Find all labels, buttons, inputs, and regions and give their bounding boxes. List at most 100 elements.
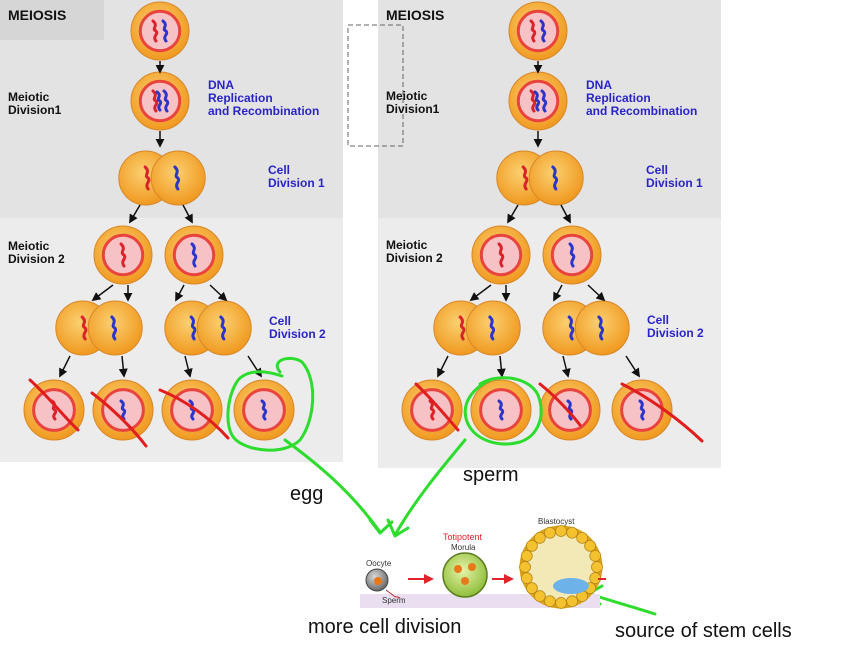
- flow-arrow: [469, 284, 492, 302]
- sperm-label: sperm: [463, 464, 519, 486]
- sperm-icon: [385, 589, 401, 599]
- chromosome: [458, 315, 466, 341]
- chromosome: [521, 165, 529, 191]
- right-meiotic-division-1-label-2: Division1: [386, 102, 440, 116]
- gamete-cell: [92, 379, 154, 441]
- chromosome: [155, 90, 163, 112]
- cell-nucleus: [516, 9, 560, 53]
- replicated-cell: [130, 71, 190, 131]
- trophoblast-cell: [555, 525, 567, 537]
- chromosome: [110, 315, 118, 341]
- gamete-cell: [23, 379, 85, 441]
- dividing-cell-1: [496, 150, 584, 206]
- left-meiotic-division-2-label: Meiotic: [8, 239, 50, 253]
- trophoblast-cell: [520, 549, 533, 562]
- flow-arrow: [182, 204, 193, 224]
- flow-arrow: [209, 284, 228, 302]
- left-cell-division-2-label-2: Division 2: [269, 327, 326, 341]
- left-dna-label-2: Replication: [208, 91, 273, 105]
- gamete-cell: [161, 379, 223, 441]
- daughter-cell-blue: [542, 225, 602, 285]
- right-meiotic-division-2-label-2: Division 2: [386, 251, 443, 265]
- oocyte-nucleus: [374, 577, 382, 585]
- daughter-cell-red: [93, 225, 153, 285]
- trophoblast-cell: [589, 549, 602, 562]
- right-cell-division-1-label: Cell: [646, 163, 668, 177]
- chromosome: [529, 89, 537, 113]
- right-meiotic-division-2-label: Meiotic: [386, 238, 428, 252]
- chromosome: [119, 399, 127, 421]
- flow-arrow: [59, 355, 71, 378]
- flow-arrow: [183, 355, 193, 378]
- trophoblast-cell: [555, 597, 567, 609]
- selection-marquee: [347, 24, 404, 147]
- chromosome: [119, 242, 127, 268]
- sperm-arrow-head: [386, 518, 410, 538]
- right-labels: Meiotic Division1 DNA Replication and Re…: [386, 78, 704, 340]
- cells-layer: [23, 1, 673, 441]
- flow-arrow: [507, 204, 519, 224]
- trophoblast-cell: [591, 561, 603, 573]
- chromosome: [568, 242, 576, 268]
- trophoblast-cell: [533, 590, 546, 603]
- dividing-cell-2-left: [433, 300, 521, 356]
- left-cell-division-1-label-2: Division 1: [268, 176, 325, 190]
- strike-mark: [90, 391, 148, 448]
- chromosome: [161, 19, 169, 43]
- chromosome: [540, 89, 548, 113]
- chromosome: [497, 242, 505, 268]
- chromosome: [597, 315, 605, 341]
- chromosome: [566, 399, 574, 421]
- chromosome: [188, 399, 196, 421]
- chromosome: [219, 315, 227, 341]
- flow-arrow: [118, 355, 128, 378]
- right-panel-title: MEIOSIS: [386, 7, 444, 23]
- trophoblast-cell: [525, 539, 538, 552]
- gamete-cell: [401, 379, 463, 441]
- chromosome: [638, 399, 646, 421]
- gamete-cell: [233, 379, 295, 441]
- blastocyst-label: Blastocyst: [538, 517, 575, 526]
- chromosome: [190, 242, 198, 268]
- chromosome: [151, 89, 159, 113]
- right-cell-division-2-label: Cell: [647, 313, 669, 327]
- dividing-cell-2-right: [542, 300, 630, 356]
- dividing-cell-2-right: [164, 300, 252, 356]
- chromosome: [151, 19, 159, 43]
- left-panel-title: MEIOSIS: [8, 7, 66, 23]
- trophoblast-cell: [525, 582, 538, 595]
- trophoblast-cell: [584, 539, 597, 552]
- trophoblast-cell: [566, 526, 579, 539]
- chromosome: [428, 399, 436, 421]
- chromosome: [529, 19, 537, 43]
- morula-cell: [442, 552, 488, 598]
- left-dna-label: DNA: [208, 78, 234, 92]
- strike-mark: [414, 382, 460, 432]
- chromosome: [551, 165, 559, 191]
- right-dna-label: DNA: [586, 78, 612, 92]
- more-cell-division-label: more cell division: [308, 616, 461, 638]
- flow-arrow: [560, 204, 571, 224]
- chromosome: [173, 165, 181, 191]
- chromosome: [488, 315, 496, 341]
- dividing-cell-1: [118, 150, 206, 206]
- trophoblast-cell: [519, 561, 531, 573]
- left-cell-division-1-label: Cell: [268, 163, 290, 177]
- flow-arrow: [553, 284, 563, 302]
- strike-mark: [538, 382, 582, 427]
- chromosome: [567, 315, 575, 341]
- trophoblast-cell: [520, 572, 533, 585]
- trophoblast-cell: [576, 531, 589, 544]
- right-dna-label-3: and Recombination: [586, 104, 697, 118]
- cell-nucleus: [138, 9, 182, 53]
- totipotent-label: Totipotent: [443, 532, 483, 542]
- blastocyst-trophoblast: [519, 525, 603, 609]
- red-strike-marks: [28, 378, 704, 448]
- chromosome: [497, 399, 505, 421]
- morula-nucleus: [468, 563, 476, 571]
- flow-arrow: [175, 284, 185, 302]
- parent-cell: [508, 1, 568, 61]
- morula-nucleus: [461, 577, 469, 585]
- parent-cell: [130, 1, 190, 61]
